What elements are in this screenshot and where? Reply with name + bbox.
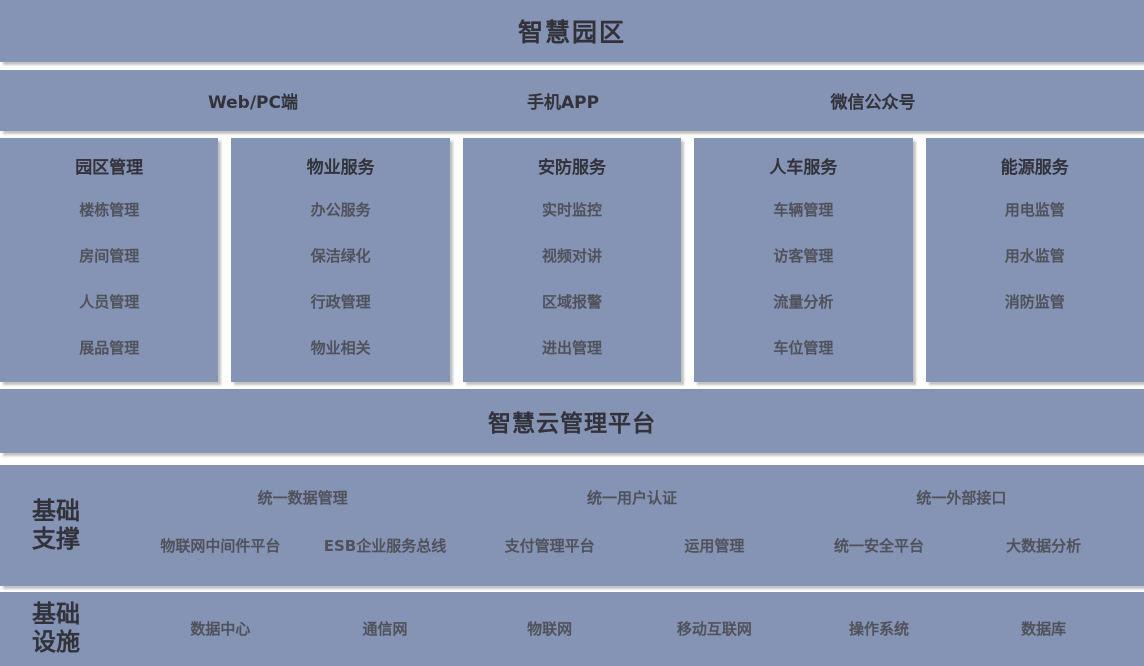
- infrastructure-section: 基础设施 数据中心 通信网 物联网 移动互联网 操作系统 数据库: [0, 592, 1144, 666]
- service-columns: 园区管理 楼栋管理 房间管理 人员管理 展品管理 物业服务 办公服务 保洁绿化 …: [0, 138, 1144, 382]
- infrastructure-item: 数据库: [1021, 620, 1067, 638]
- panel-items: 车辆管理 访客管理 流量分析 车位管理: [773, 199, 833, 357]
- panel-item: 车辆管理: [773, 201, 834, 219]
- panel-item: 视频对讲: [541, 247, 602, 265]
- panel-item: 区域报警: [541, 293, 602, 311]
- panel-item: 办公服务: [310, 201, 371, 219]
- panel-item: 进出管理: [541, 339, 602, 357]
- service-panel-energy-service: 能源服务 用电监管 用水监管 消防监管: [925, 138, 1144, 382]
- main-title: 智慧园区: [517, 18, 626, 47]
- panel-item: 物业相关: [310, 339, 371, 357]
- panel-item: 访客管理: [773, 247, 834, 265]
- client-access-bar: Web/PC端 手机APP 微信公众号: [0, 70, 1144, 131]
- infrastructure-grid: 数据中心 通信网 物联网 移动互联网 操作系统 数据库: [138, 592, 1126, 666]
- cloud-platform-title: 智慧云管理平台: [488, 411, 656, 437]
- foundation-support-section: 基础支撑 统一数据管理 统一用户认证 统一外部接口 物联网中间件平台 ESB企业…: [0, 465, 1144, 586]
- foundation-support-grid: 统一数据管理 统一用户认证 统一外部接口 物联网中间件平台 ESB企业服务总线 …: [138, 465, 1126, 557]
- panel-item: 房间管理: [79, 247, 140, 265]
- panel-item: 保洁绿化: [310, 247, 371, 265]
- panel-items: 办公服务 保洁绿化 行政管理 物业相关: [311, 199, 371, 357]
- support-item: 统一外部接口: [916, 489, 1007, 507]
- panel-items: 实时监控 视频对讲 区域报警 进出管理: [542, 199, 602, 357]
- panel-item: 实时监控: [541, 201, 602, 219]
- panel-item: 消防监管: [1004, 293, 1065, 311]
- support-item: 运用管理: [684, 537, 745, 555]
- access-row: Web/PC端 手机APP 微信公众号: [98, 88, 1028, 113]
- panel-title: 安防服务: [537, 158, 606, 178]
- service-panel-park-management: 园区管理 楼栋管理 房间管理 人员管理 展品管理: [0, 138, 219, 382]
- infrastructure-item: 物联网: [527, 620, 573, 638]
- panel-item: 用水监管: [1004, 247, 1065, 265]
- cloud-platform-banner: 智慧云管理平台: [0, 389, 1144, 453]
- main-title-banner: 智慧园区: [0, 0, 1144, 62]
- panel-title: 园区管理: [75, 158, 144, 178]
- panel-item: 流量分析: [773, 293, 834, 311]
- access-item-mobile-app: 手机APP: [526, 93, 600, 113]
- panel-title: 能源服务: [1000, 158, 1069, 178]
- infrastructure-item: 数据中心: [190, 620, 251, 638]
- panel-item: 人员管理: [79, 293, 140, 311]
- infrastructure-item: 操作系统: [848, 620, 909, 638]
- support-item: 统一用户认证: [586, 489, 677, 507]
- infrastructure-item: 通信网: [362, 620, 408, 638]
- access-item-wechat: 微信公众号: [830, 93, 916, 113]
- panel-title: 人车服务: [769, 158, 838, 178]
- panel-items: 用电监管 用水监管 消防监管: [1005, 199, 1065, 311]
- access-item-web-pc: Web/PC端: [208, 93, 298, 113]
- panel-item: 用电监管: [1004, 201, 1065, 219]
- panel-item: 展品管理: [79, 339, 140, 357]
- panel-title: 物业服务: [306, 158, 375, 178]
- support-item: 物联网中间件平台: [160, 537, 281, 555]
- support-item: 支付管理平台: [504, 537, 595, 555]
- panel-item: 车位管理: [773, 339, 834, 357]
- infrastructure-label: 基础设施: [32, 600, 80, 656]
- support-item: ESB企业服务总线: [323, 537, 447, 555]
- foundation-support-label: 基础支撑: [32, 496, 80, 553]
- support-item: 大数据分析: [1006, 537, 1082, 555]
- service-panel-security-service: 安防服务 实时监控 视频对讲 区域报警 进出管理: [462, 138, 682, 382]
- support-item: 统一数据管理: [257, 489, 348, 507]
- panel-item: 楼栋管理: [79, 201, 140, 219]
- panel-items: 楼栋管理 房间管理 人员管理 展品管理: [79, 199, 139, 357]
- service-panel-people-vehicle-service: 人车服务 车辆管理 访客管理 流量分析 车位管理: [694, 138, 913, 382]
- panel-item: 行政管理: [310, 293, 371, 311]
- support-item: 统一安全平台: [833, 537, 924, 555]
- infrastructure-item: 移动互联网: [676, 620, 752, 638]
- service-panel-property-service: 物业服务 办公服务 保洁绿化 行政管理 物业相关: [231, 138, 450, 382]
